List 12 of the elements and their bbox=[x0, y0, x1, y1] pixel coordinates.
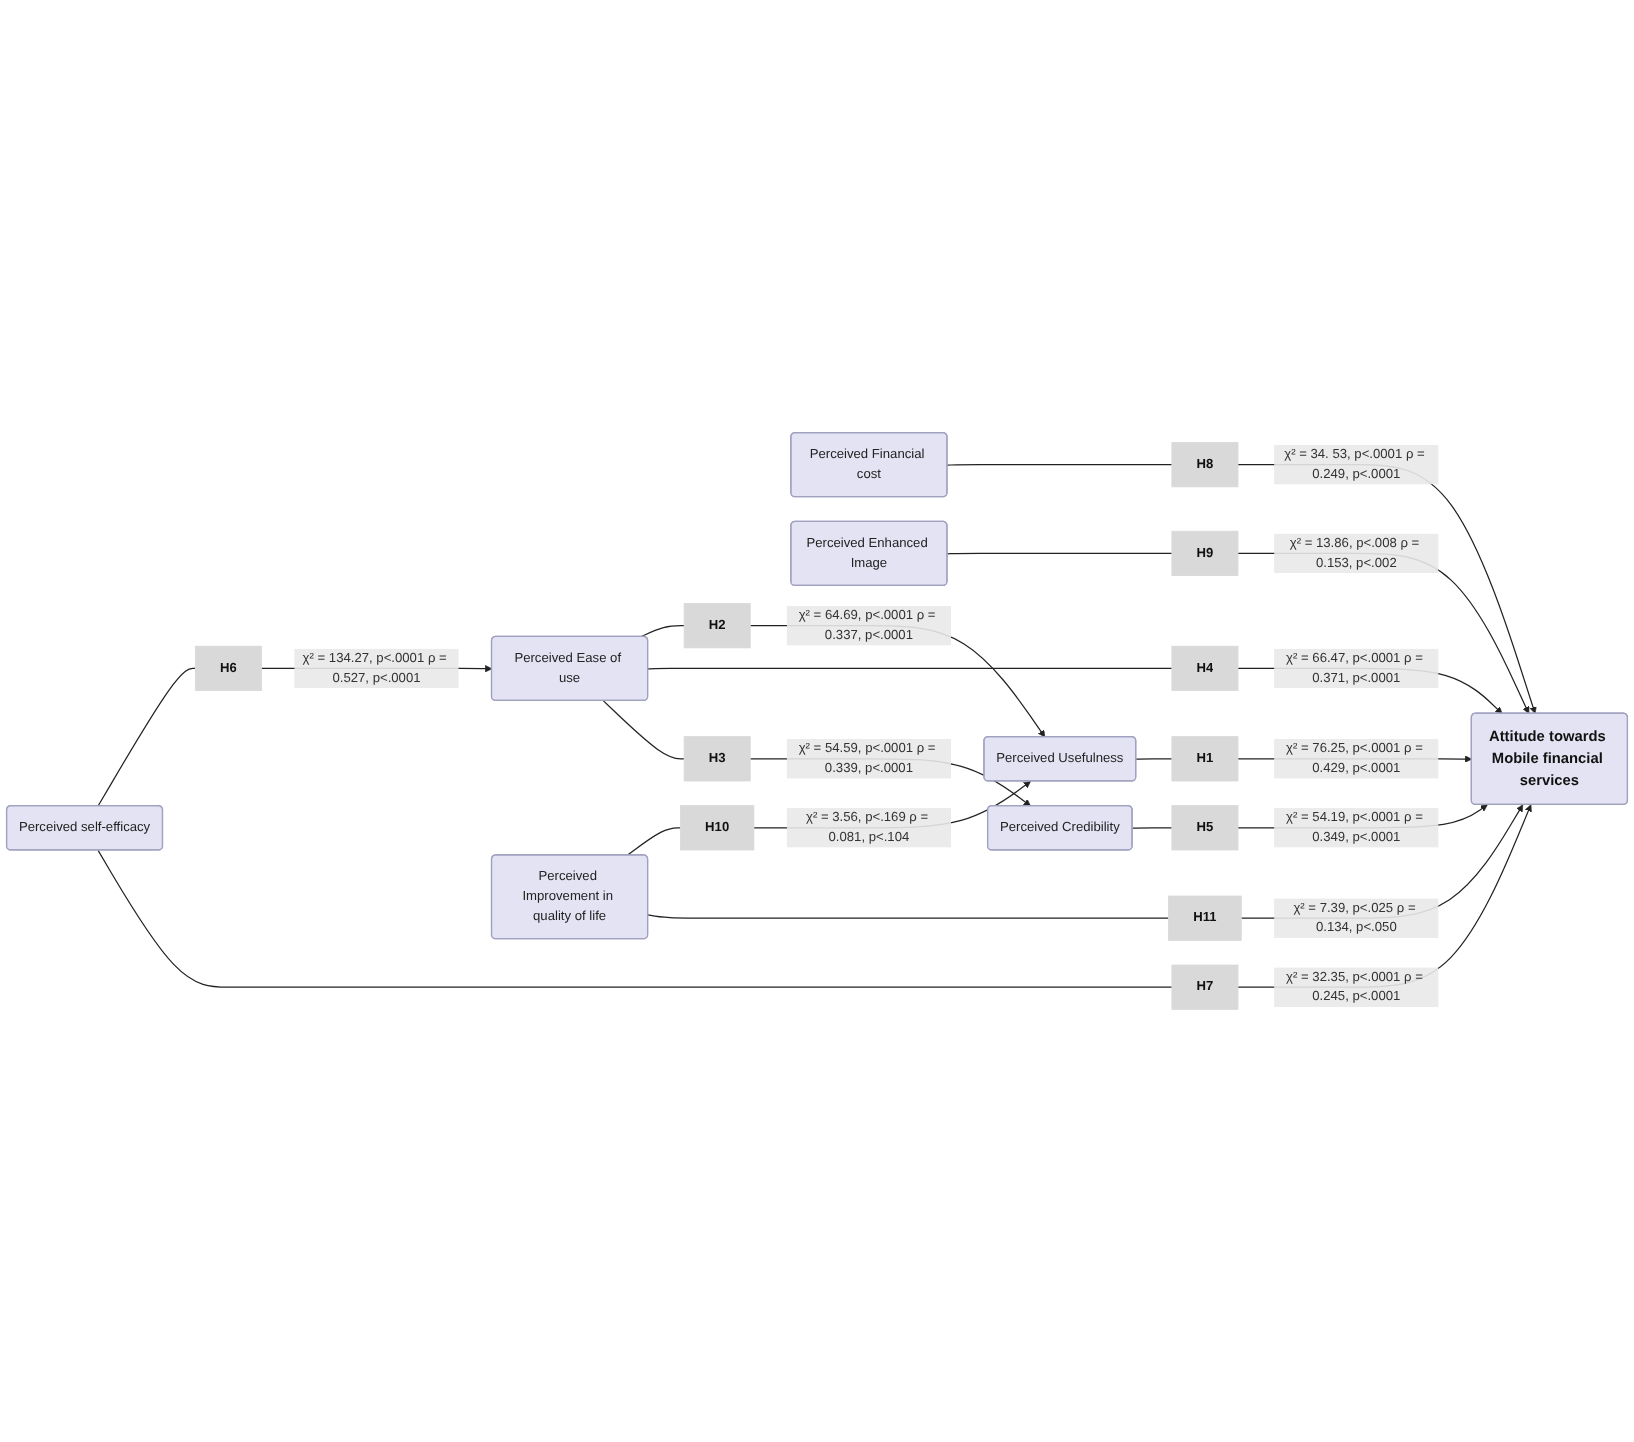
connector bbox=[626, 827, 682, 856]
connector bbox=[640, 625, 685, 638]
connector bbox=[97, 849, 1173, 988]
connector bbox=[602, 700, 685, 760]
connector bbox=[1131, 827, 1173, 829]
connector bbox=[1135, 758, 1173, 760]
connector bbox=[97, 667, 196, 807]
connector bbox=[647, 667, 1173, 670]
connector bbox=[946, 552, 1173, 555]
connector bbox=[946, 464, 1173, 466]
connector bbox=[647, 914, 1170, 919]
arrow bbox=[1240, 804, 1524, 919]
